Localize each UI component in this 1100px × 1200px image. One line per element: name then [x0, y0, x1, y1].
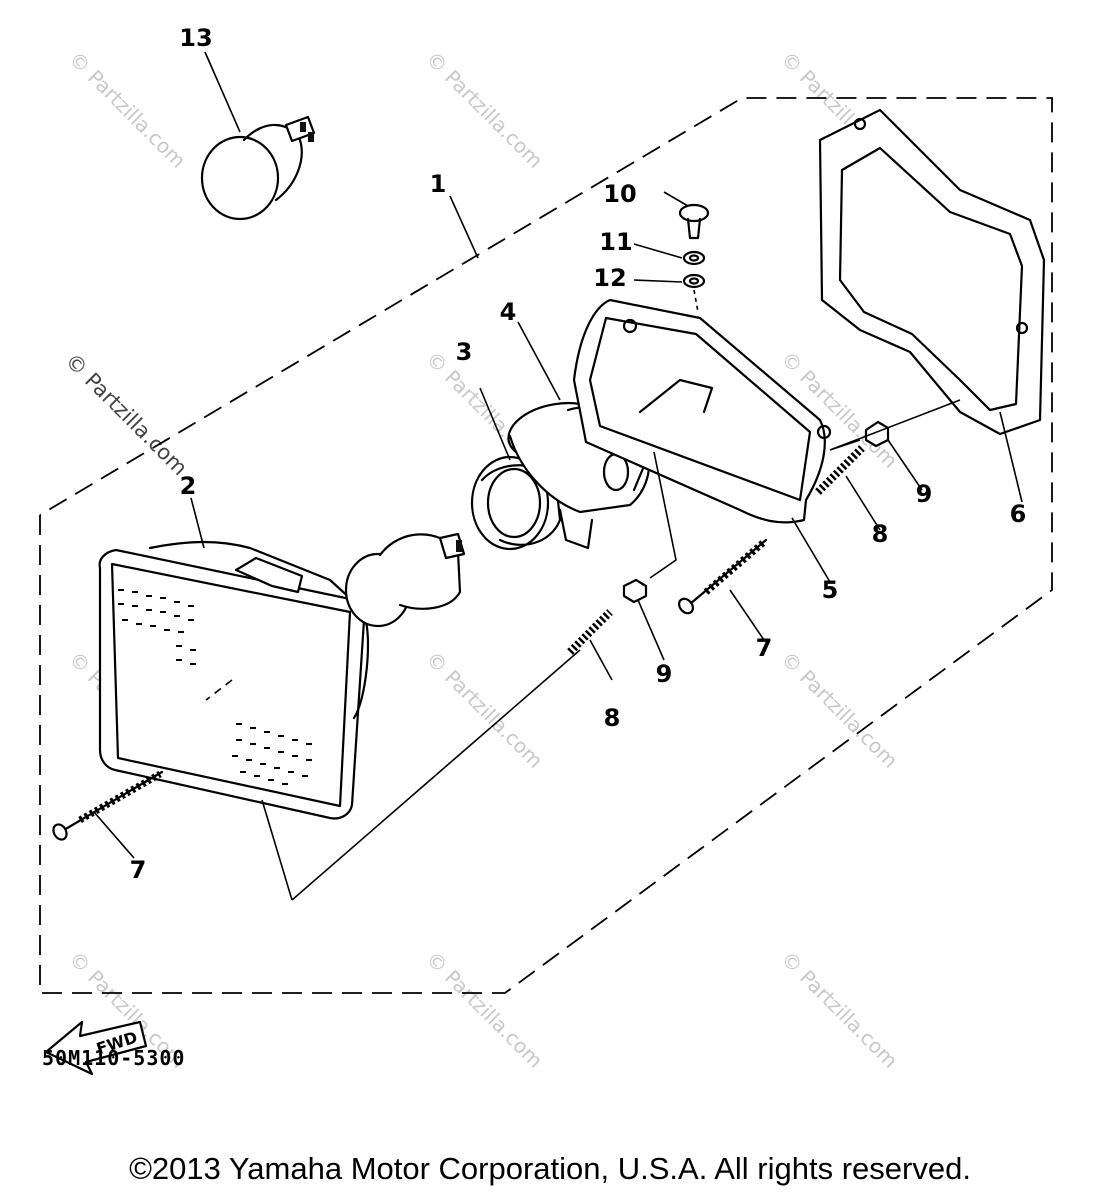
callout-4: 4: [500, 298, 517, 326]
callout-9-upper: 9: [916, 480, 933, 508]
callout-1: 1: [430, 170, 447, 198]
callout-2: 2: [180, 472, 197, 500]
callout-3: 3: [456, 338, 473, 366]
callout-7-upper: 7: [756, 634, 773, 662]
callout-8-upper: 8: [872, 520, 889, 548]
callout-9-lower: 9: [656, 660, 673, 688]
watermark: © Partzilla.com: [64, 47, 190, 173]
adjust-screw-part-7-upper: [678, 538, 768, 615]
watermarks: © Partzilla.com © Partzilla.com © Partzi…: [60, 47, 902, 1073]
watermark: © Partzilla.com: [60, 349, 192, 481]
watermark: © Partzilla.com: [776, 947, 902, 1073]
nut-part-9-lower: [622, 578, 648, 604]
rim-frame-part-6: [818, 108, 1046, 436]
fwd-arrow: FWD: [44, 1020, 148, 1076]
washer-part-11: [682, 250, 706, 266]
watermark: © Partzilla.com: [421, 947, 547, 1073]
callout-11: 11: [599, 228, 632, 256]
callout-13: 13: [179, 24, 212, 52]
callout-8-lower: 8: [604, 704, 621, 732]
leader-lines: [93, 51, 1023, 901]
adjust-screw-part-7-lower: [52, 770, 164, 841]
watermark: © Partzilla.com: [776, 647, 902, 773]
callout-5: 5: [822, 576, 839, 604]
headlight-lens-part-2: [98, 540, 370, 820]
spring-part-8-upper: [815, 445, 865, 495]
diagram-code: 50M110-5300: [42, 1046, 186, 1070]
callout-10: 10: [603, 180, 636, 208]
copyright-notice: ©2013 Yamaha Motor Corporation, U.S.A. A…: [129, 1151, 971, 1186]
callout-6: 6: [1010, 500, 1027, 528]
watermark: © Partzilla.com: [421, 647, 547, 773]
callout-numbers: 13 1 10 11 12 4 3 2 9 6 8 5 7 9 8 7: [130, 24, 1027, 884]
screw-part-10: [678, 203, 710, 240]
headlight-bulb: [344, 532, 466, 628]
bulb-part-13: [200, 115, 316, 221]
callout-12: 12: [593, 264, 626, 292]
spring-part-8-lower: [567, 609, 613, 655]
assembly-boundary: [39, 97, 1053, 994]
washer-part-12: [682, 273, 706, 289]
callout-7-lower: 7: [130, 856, 147, 884]
bracket-part-5: [572, 298, 832, 524]
watermark: © Partzilla.com: [421, 47, 547, 173]
